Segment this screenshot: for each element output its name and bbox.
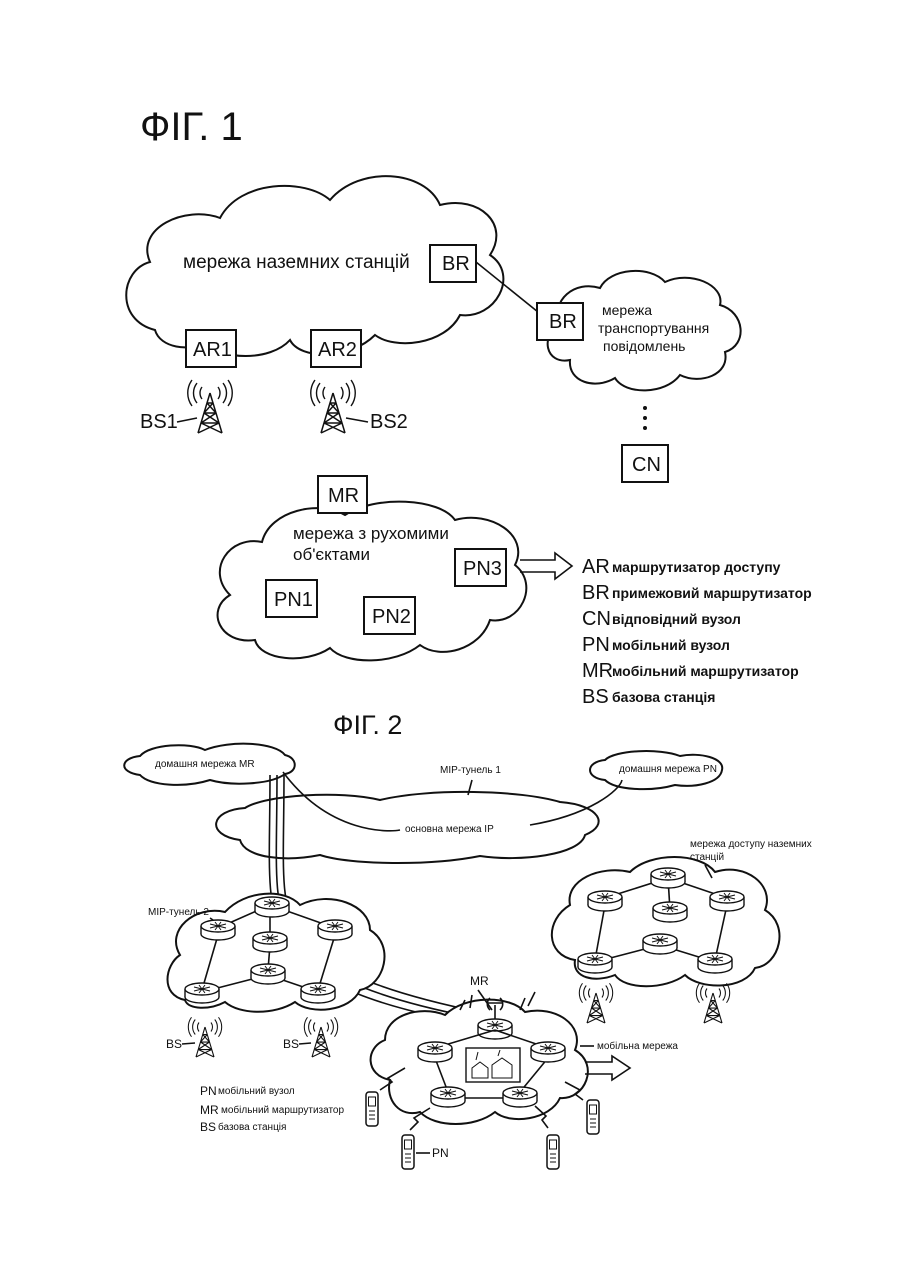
- mr-router-icon: [478, 1019, 512, 1039]
- legend-abbr: MR: [200, 1103, 219, 1117]
- movement-arrow-icon: [520, 553, 572, 579]
- router-icon: [710, 891, 744, 911]
- vehicle-icon: [466, 1048, 520, 1082]
- router-icon: [201, 920, 235, 940]
- ar1-label: AR1: [193, 339, 232, 361]
- br-label-top: BR: [442, 253, 470, 275]
- router-icon: [651, 868, 685, 888]
- bs-left-label: BS: [166, 1037, 182, 1051]
- legend-abbr: BS: [200, 1120, 216, 1134]
- ellipsis-dot: [643, 426, 647, 430]
- mobile-net-arrow-icon: [585, 1056, 630, 1080]
- legend-text: відповідний вузол: [612, 611, 741, 627]
- bs1-leader: [177, 418, 197, 422]
- fig1-title: ФІГ. 1: [140, 105, 243, 149]
- legend-abbr: PN: [582, 634, 610, 656]
- pn-fig2-label: PN: [432, 1146, 449, 1160]
- legend-text: базова станція: [218, 1121, 286, 1133]
- bs1-label: BS1: [140, 411, 178, 433]
- legend-text: примежовий маршрутизатор: [612, 585, 812, 601]
- legend-abbr: MR: [582, 660, 613, 682]
- pn1-label: PN1: [274, 589, 313, 611]
- transport-label-line1: мережа: [602, 302, 652, 318]
- legend-text: мобільний вузол: [218, 1085, 295, 1097]
- pn-phone-icon: [366, 1092, 378, 1126]
- core-ip-label: основна мережа IP: [405, 824, 494, 835]
- home-mr-label: домашня мережа MR: [155, 759, 255, 770]
- mobile-network-line2: об'єктами: [293, 545, 370, 564]
- mobile-net-label: мобільна мережа: [597, 1040, 678, 1052]
- ground-network-label: мережа наземних станцій: [183, 252, 410, 273]
- pn2-label: PN2: [372, 606, 411, 628]
- legend-abbr: AR: [582, 556, 610, 578]
- mobile-network-line1: мережа з рухомими: [293, 524, 449, 543]
- tunnel2-label: MIP-тунель 2: [148, 907, 209, 918]
- router-icon: [531, 1042, 565, 1062]
- bs1-tower-icon: [188, 380, 233, 433]
- bs-right-label: BS: [283, 1037, 299, 1051]
- tunnel1-label: MIP-тунель 1: [440, 765, 501, 776]
- pn-phone-icon: [402, 1135, 414, 1169]
- br-label-transport: BR: [549, 311, 577, 333]
- router-icon: [251, 964, 285, 984]
- home-pn-label: домашня мережа PN: [619, 764, 717, 775]
- ellipsis-dot: [643, 406, 647, 410]
- bs2-leader: [346, 418, 368, 422]
- transport-label-line3: повідомлень: [603, 338, 685, 354]
- bs-tower-icon: [579, 983, 612, 1023]
- router-icon: [253, 932, 287, 952]
- access-net-label-line2: станцій: [690, 852, 724, 863]
- mr-fig2-label: MR: [470, 974, 489, 988]
- bs2-tower-icon: [311, 380, 356, 433]
- pn-phone-icon: [587, 1100, 599, 1134]
- router-icon: [588, 891, 622, 911]
- fig2-legend: PN мобільний вузол MR мобільний маршрути…: [200, 1084, 344, 1134]
- ar2-label: AR2: [318, 339, 357, 361]
- legend-abbr: PN: [200, 1084, 217, 1098]
- router-icon: [418, 1042, 452, 1062]
- router-icon: [503, 1087, 537, 1107]
- router-icon: [643, 934, 677, 954]
- cn-label: CN: [632, 454, 661, 476]
- ellipsis-dot: [643, 416, 647, 420]
- pn-phone-icon: [547, 1135, 559, 1169]
- bs-tower-icon: [696, 983, 729, 1023]
- bs-tower-icon: [188, 1017, 221, 1057]
- legend-abbr: BS: [582, 686, 609, 708]
- router-icon: [698, 953, 732, 973]
- legend-text: маршрутизатор доступу: [612, 559, 781, 575]
- transport-label-line2: транспортування: [598, 320, 709, 336]
- router-icon: [318, 920, 352, 940]
- legend-text: мобільний вузол: [612, 637, 730, 653]
- router-icon: [653, 902, 687, 922]
- fig2-title: ФІГ. 2: [333, 710, 402, 740]
- router-icon: [185, 983, 219, 1003]
- bs-tower-icon: [304, 1017, 337, 1057]
- mr-label: MR: [328, 485, 359, 507]
- bs-right-leader: [299, 1043, 311, 1044]
- bs2-label: BS2: [370, 411, 408, 433]
- pn3-label: PN3: [463, 558, 502, 580]
- bs-left-leader: [182, 1043, 195, 1044]
- router-icon: [255, 897, 289, 917]
- legend-text: мобільний маршрутизатор: [221, 1104, 344, 1116]
- legend-text: базова станція: [612, 689, 715, 705]
- access-net-label-line1: мережа доступу наземних: [690, 839, 812, 850]
- router-icon: [301, 983, 335, 1003]
- fig1-legend: AR маршрутизатор доступу BR примежовий м…: [582, 556, 812, 708]
- router-icon: [431, 1087, 465, 1107]
- legend-text: мобільний маршрутизатор: [612, 663, 799, 679]
- router-icon: [578, 953, 612, 973]
- legend-abbr: CN: [582, 608, 611, 630]
- legend-abbr: BR: [582, 582, 610, 604]
